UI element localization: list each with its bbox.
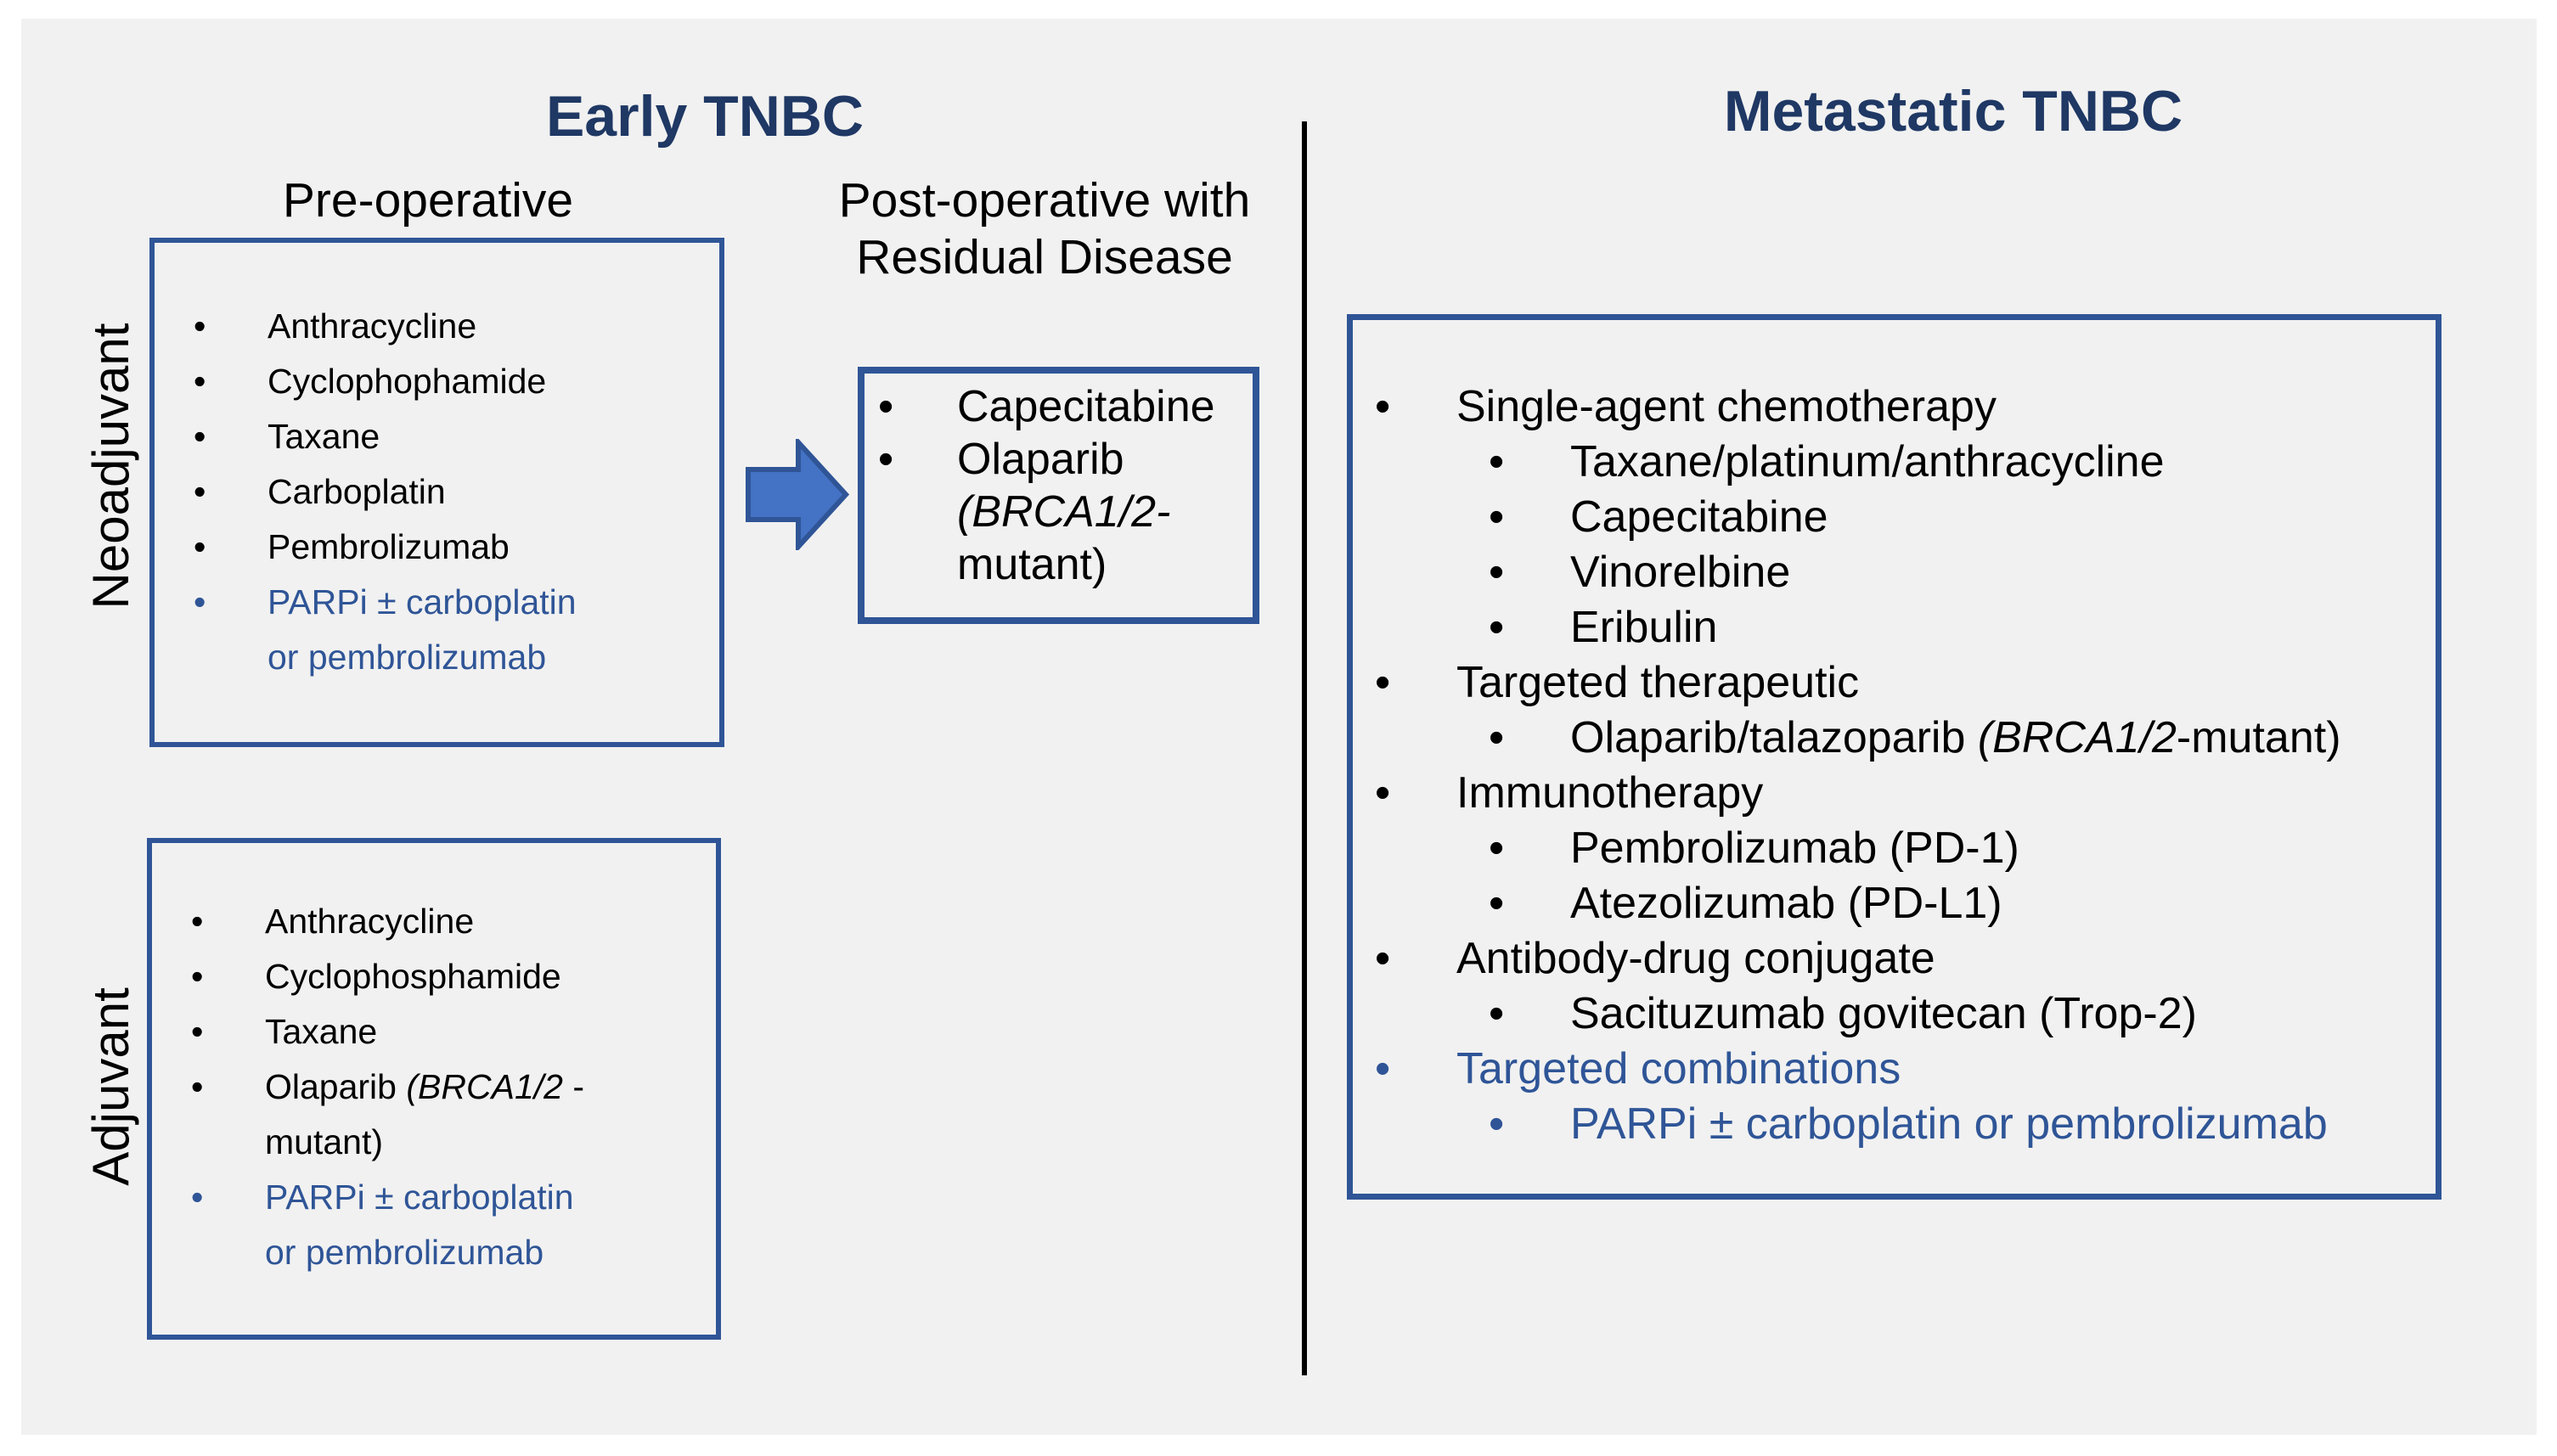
- adjuvant-box: • Anthracycline • Cyclophosphamide • Taxane…: [147, 838, 721, 1340]
- pre-operative-header: Pre-operative: [282, 173, 574, 228]
- neoadjuvant-box: •Anthracycline •Cyclophophamide •Taxane …: [149, 238, 724, 747]
- list-item-text: Eribulin: [1570, 603, 1718, 652]
- list-item: • Immunotherapy: [1353, 766, 2436, 821]
- bullet-icon: •: [1375, 768, 1391, 818]
- bullet-icon: •: [194, 362, 206, 401]
- section-divider: [1302, 121, 1307, 1375]
- bullet-icon: •: [1489, 879, 1505, 928]
- bullet-icon: •: [878, 435, 894, 484]
- post-operative-header-line2: Residual Disease: [856, 230, 1233, 284]
- post-operative-header: Post-operative with Residual Disease: [790, 172, 1299, 286]
- list-item: • Atezolizumab (PD-L1): [1467, 876, 2436, 931]
- list-item-text: Capecitabine: [1570, 492, 1828, 542]
- list-item-text: PARPi ± carboplatin or pembrolizumab: [1570, 1099, 2328, 1149]
- list-item: • Anthracycline: [155, 299, 719, 354]
- bullet-icon: •: [191, 902, 204, 941]
- bullet-icon: •: [191, 1178, 204, 1217]
- list-item: • PARPi ± carboplatin or pembrolizumab: [1467, 1097, 2436, 1152]
- bullet-icon: •: [1375, 1044, 1391, 1093]
- list-item-text: Olaparib/talazoparib (BRCA1/2-mutant): [1570, 713, 2341, 762]
- list-item-text: Atezolizumab (PD-L1): [1570, 879, 2002, 928]
- list-item: • Carboplatin: [155, 464, 719, 520]
- list-item-text: Taxane/platinum/anthracycline: [1570, 437, 2165, 486]
- list-item-text: Anthracycline: [265, 902, 475, 941]
- list-item: • Single-agent chemotherapy: [1353, 379, 2436, 435]
- list-item-text: Anthracycline: [268, 306, 477, 346]
- list-item: • Anthracycline: [152, 894, 716, 949]
- bullet-icon: •: [194, 417, 206, 456]
- list-item-text: Carboplatin: [268, 472, 446, 511]
- list-item-text: Antibody-drug conjugate: [1456, 934, 1935, 983]
- list-item-text: Targeted combinations: [1456, 1044, 1901, 1093]
- bullet-icon: •: [1489, 548, 1505, 597]
- list-item: • Olaparib (BRCA1/2 -mutant): [152, 1060, 716, 1170]
- list-item: • Eribulin: [1467, 600, 2436, 655]
- bullet-icon: •: [1375, 382, 1391, 431]
- list-item: • Olaparib(BRCA1/2-mutant): [865, 433, 1253, 591]
- bullet-icon: •: [1489, 492, 1505, 542]
- bullet-icon: •: [1375, 934, 1391, 983]
- bullet-icon: •: [1375, 658, 1391, 707]
- list-item: • Olaparib/talazoparib (BRCA1/2-mutant): [1467, 711, 2436, 766]
- list-item: • Taxane: [155, 409, 719, 464]
- early-tnbc-title: Early TNBC: [545, 84, 865, 149]
- bullet-icon: •: [194, 472, 206, 511]
- neoadjuvant-label: Neoadjuvant: [82, 323, 139, 610]
- list-item: • Taxane/platinum/anthracycline: [1467, 435, 2436, 490]
- bullet-icon: •: [194, 306, 206, 346]
- adjuvant-label: Adjuvant: [82, 987, 139, 1186]
- list-item-text: Taxane: [265, 1012, 378, 1051]
- list-item: • Pembrolizumab: [155, 520, 719, 575]
- metastatic-tnbc-title: Metastatic TNBC: [1723, 79, 2183, 143]
- bullet-icon: •: [191, 1067, 204, 1106]
- list-item: • Antibody-drug conjugate: [1353, 931, 2436, 987]
- bullet-icon: •: [194, 582, 206, 621]
- bullet-icon: •: [191, 957, 204, 996]
- bullet-icon: •: [191, 1012, 204, 1051]
- bullet-icon: •: [194, 527, 206, 566]
- list-item-text: Olaparib (BRCA1/2 -mutant): [265, 1067, 584, 1161]
- bullet-icon: •: [1489, 1099, 1505, 1149]
- list-item-text: Targeted therapeutic: [1456, 658, 1860, 707]
- list-item-text: Immunotherapy: [1456, 768, 1764, 818]
- list-item: • Sacituzumab govitecan (Trop-2): [1467, 987, 2436, 1042]
- list-item-text: Pembrolizumab (PD-1): [1570, 824, 2019, 873]
- list-item-text: Single-agent chemotherapy: [1456, 382, 1997, 431]
- list-item-text: Cyclophophamide: [268, 362, 547, 401]
- list-item: • Pembrolizumab (PD-1): [1467, 821, 2436, 876]
- list-item: • Targeted therapeutic: [1353, 655, 2436, 711]
- list-item: • Targeted combinations: [1353, 1042, 2436, 1097]
- list-item-text: Taxane: [268, 417, 380, 456]
- bullet-icon: •: [878, 382, 894, 431]
- right-arrow-icon: [746, 439, 849, 550]
- bullet-icon: •: [1489, 437, 1505, 486]
- list-item: • Capecitabine: [865, 380, 1253, 433]
- list-item-text: Cyclophosphamide: [265, 957, 561, 996]
- post-operative-header-line1: Post-operative with: [838, 173, 1251, 228]
- list-item: • Vinorelbine: [1467, 545, 2436, 600]
- list-item-text: Pembrolizumab: [268, 527, 510, 566]
- list-item-text: Sacituzumab govitecan (Trop-2): [1570, 989, 2197, 1038]
- list-item-text: Olaparib(BRCA1/2-mutant): [957, 435, 1171, 589]
- list-item-text: Vinorelbine: [1570, 548, 1791, 597]
- bullet-icon: •: [1489, 989, 1505, 1038]
- list-item-text: Capecitabine: [957, 382, 1215, 431]
- list-item: • Cyclophosphamide: [152, 949, 716, 1004]
- bullet-icon: •: [1489, 824, 1505, 873]
- metastatic-box: • Single-agent chemotherapy • Taxane/plati…: [1347, 314, 2442, 1200]
- post-operative-box: • Capecitabine • Olaparib(BRCA1/2-mutant): [858, 367, 1259, 624]
- bullet-icon: •: [1489, 713, 1505, 762]
- list-item: • Capecitabine: [1467, 490, 2436, 545]
- list-item: • Cyclophophamide: [155, 354, 719, 409]
- list-item: • Taxane: [152, 1004, 716, 1060]
- bullet-icon: •: [1489, 603, 1505, 652]
